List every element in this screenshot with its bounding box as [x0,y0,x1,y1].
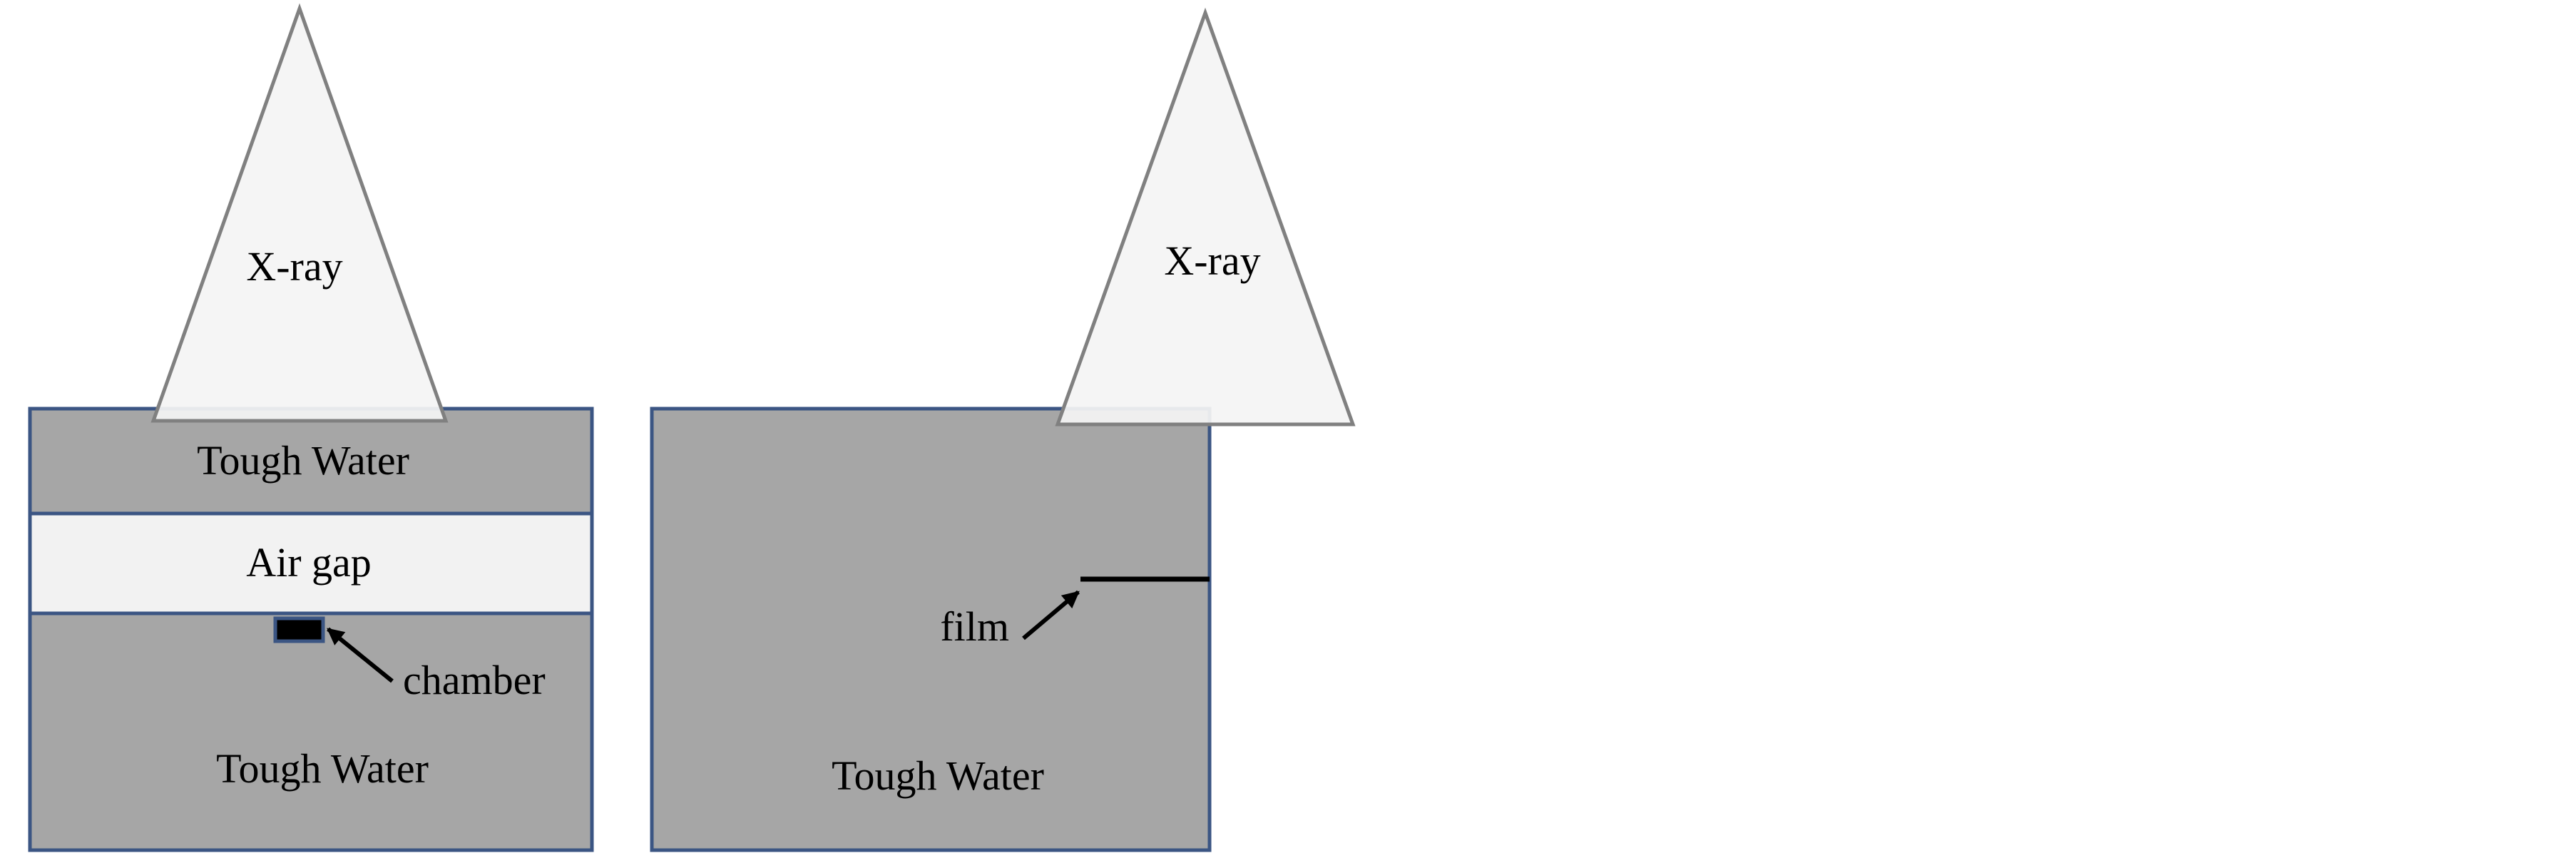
left-xray-beam [150,3,449,423]
air-gap-layer [28,511,594,616]
ionization-chamber [273,616,325,643]
right-tough-water-block [650,407,1212,852]
left-setup: X-ray Tough Water Air gap chamber Tough … [28,3,594,852]
film-label: film [940,603,1009,650]
air-gap-label: Air gap [246,539,372,586]
right-block-label: Tough Water [832,752,1044,799]
right-setup: X-ray film Tough Water [650,7,1356,852]
left-top-tough-water-block [28,407,594,516]
right-xray-label: X-ray [1164,238,1260,284]
left-top-block-label: Tough Water [197,437,409,484]
chamber-arrow [327,627,394,683]
left-xray-label: X-ray [246,243,342,290]
film-arrow [1022,590,1080,640]
chamber-label: chamber [403,657,546,703]
left-bottom-tough-water-block [28,611,594,852]
right-xray-beam [1055,7,1356,427]
left-bottom-block-label: Tough Water [216,745,429,792]
